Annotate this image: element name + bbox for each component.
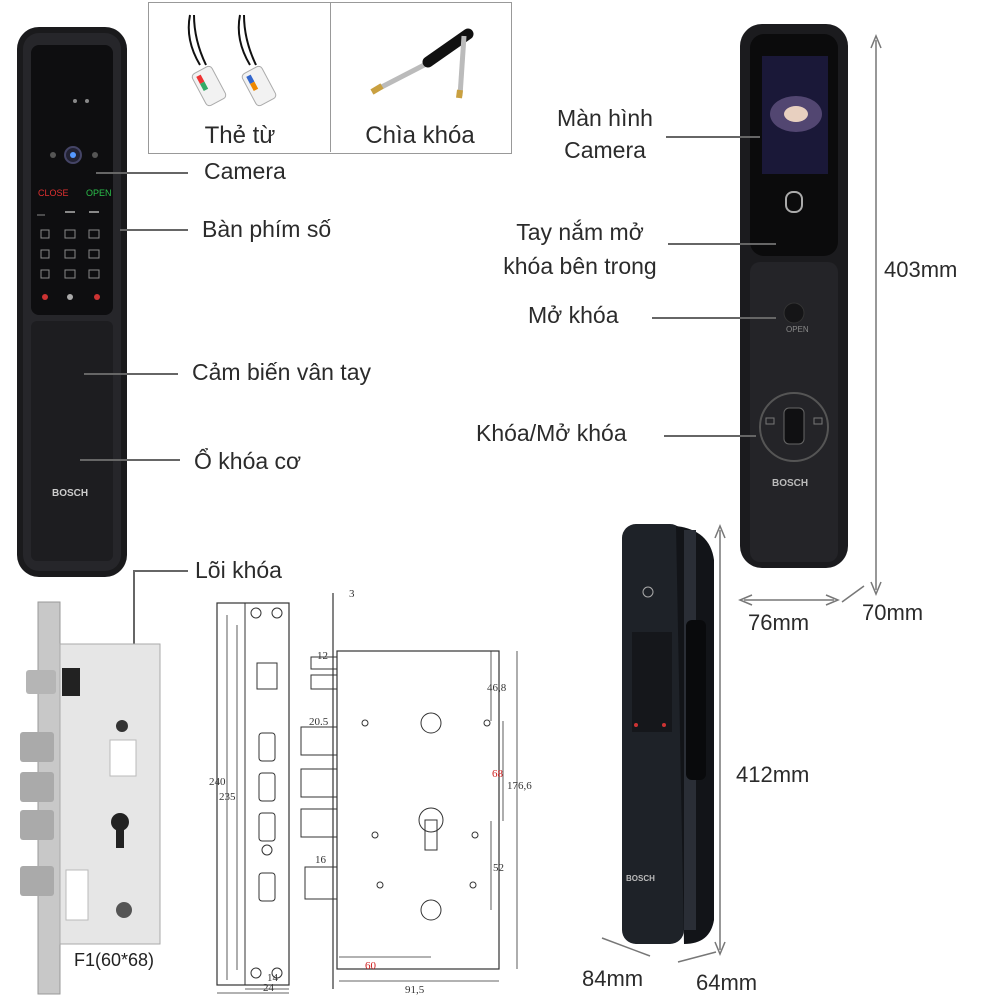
keypad-close-label: CLOSE: [38, 188, 69, 198]
camera-callout-line: [96, 172, 188, 174]
unlock-callout-line: [652, 317, 776, 319]
lock-core-callout-drop: [133, 570, 135, 668]
side-brand-logo: BOSCH: [626, 874, 655, 883]
screen-label-line1: Màn hình: [557, 105, 653, 131]
dim-e: 68: [492, 768, 504, 780]
front-brand-logo: BOSCH: [52, 488, 89, 499]
dim-h: 60: [365, 960, 377, 972]
mortise-model-label: F1(60*68): [70, 950, 159, 971]
keypad-open-label: OPEN: [86, 188, 112, 198]
back-brand-logo: BOSCH: [772, 478, 809, 489]
side-depth-dim: 64mm: [696, 970, 758, 995]
screen-label-line2: Camera: [564, 137, 646, 163]
mechanical-key-icon: [370, 28, 474, 99]
dim-f: 176,6: [507, 780, 532, 792]
unlock-label: Mở khóa: [528, 302, 619, 328]
handle-label-line1: Tay nắm mở: [516, 219, 644, 245]
mech-lock-callout-line: [80, 459, 180, 461]
camera-label: Camera: [204, 158, 286, 184]
back-lock-image: [740, 24, 848, 568]
dim-d: 46,8: [487, 682, 507, 694]
drawing-dimension-labels: 3 12 20.5 16 46,8 68 176,6 52 60 91,5 24…: [209, 588, 532, 995]
screen-callout-line: [666, 136, 760, 138]
back-depth-dim: 70mm: [862, 600, 924, 625]
lock-core-label: Lõi khóa: [195, 557, 282, 583]
side-dimension-arrows: [601, 524, 726, 963]
fingerprint-label: Cảm biến vân tay: [192, 359, 371, 385]
handle-callout-line: [668, 243, 776, 245]
handle-label-line2: khóa bên trong: [503, 253, 657, 279]
accessory-label-key: Chìa khóa: [365, 122, 475, 149]
lock-unlock-label: Khóa/Mở khóa: [476, 420, 627, 446]
accessories-divider: [330, 2, 331, 152]
mortise-photo: [20, 601, 161, 995]
mech-lock-label: Ổ khóa cơ: [194, 448, 302, 474]
back-dimension-arrows: [738, 34, 882, 606]
dim-g: 52: [493, 862, 504, 874]
dim-c: 16: [315, 854, 327, 866]
mortise-technical-drawing: [216, 593, 518, 994]
dim-k: 235: [219, 791, 236, 803]
side-lock-image: [622, 524, 714, 944]
side-width-dim: 84mm: [582, 966, 644, 991]
dim-i: 91,5: [405, 984, 425, 995]
dim-top: 3: [349, 588, 355, 600]
rfid-card-tags-icon: [187, 14, 277, 107]
dim-b: 20.5: [309, 716, 329, 728]
dim-l: 24: [263, 982, 275, 994]
lock-unlock-callout-line: [664, 435, 756, 437]
side-height-dim: 412mm: [736, 762, 810, 787]
dim-a: 12: [317, 650, 328, 662]
lock-core-callout-line: [133, 570, 188, 572]
front-lock-image: [17, 27, 127, 577]
back-open-label: OPEN: [786, 325, 809, 334]
keypad-label: Bàn phím số: [202, 216, 332, 242]
fingerprint-callout-line: [84, 373, 178, 375]
keypad-callout-line: [120, 229, 188, 231]
accessory-label-card: Thẻ từ: [204, 122, 276, 149]
dim-m: 14: [267, 972, 279, 984]
back-width-dim: 76mm: [748, 610, 810, 635]
back-height-dim: 403mm: [884, 257, 958, 282]
dim-j: 240: [209, 776, 226, 788]
